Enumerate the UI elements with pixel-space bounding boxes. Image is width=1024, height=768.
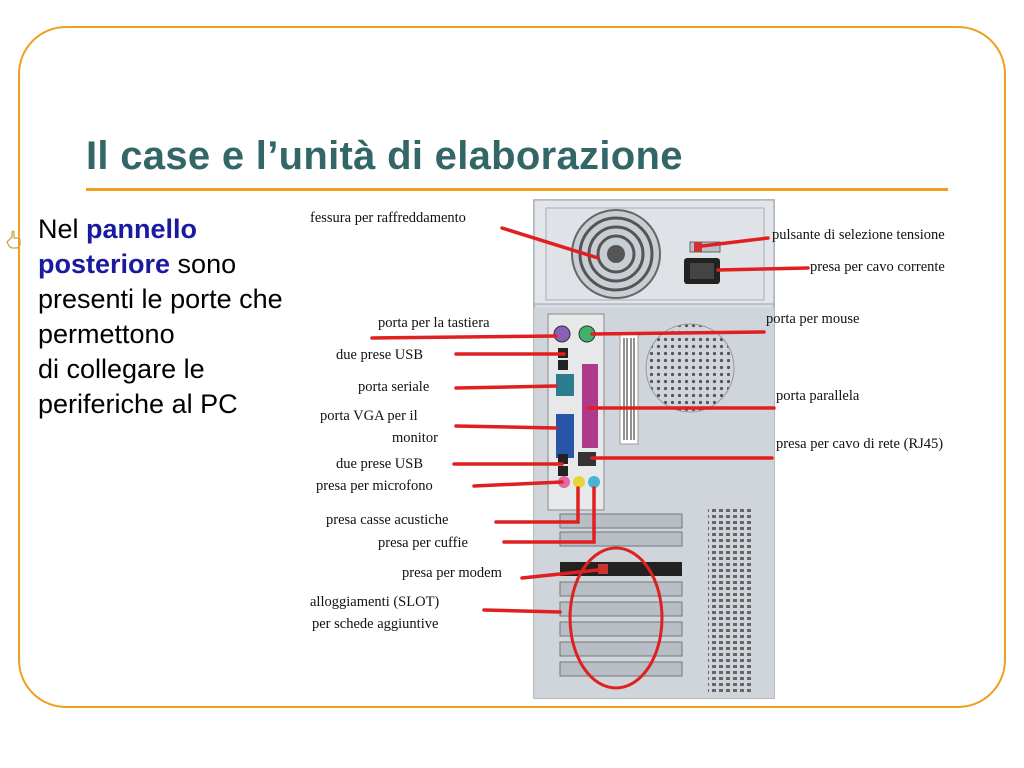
label-mic-jack: presa per microfono: [316, 478, 433, 494]
text-nel: Nel: [38, 214, 87, 244]
barcode-lines: [623, 338, 635, 440]
io-panel: [547, 313, 605, 511]
label-serial-port: porta seriale: [358, 379, 429, 395]
text-sono: sono: [170, 249, 237, 279]
label-parallel-port: porta parallela: [776, 388, 860, 404]
label-slots-line1: alloggiamenti (SLOT): [310, 594, 439, 610]
expansion-slots: [559, 513, 683, 677]
body-text: Nel pannello posteriore sono presenti le…: [38, 212, 398, 422]
text-line6: periferiche al PC: [38, 389, 238, 419]
label-network-port: presa per cavo di rete (RJ45): [776, 436, 943, 452]
label-mouse-port: porta per mouse: [766, 311, 859, 327]
label-headphone-jack: presa per cuffie: [378, 535, 468, 551]
label-modem-jack: presa per modem: [402, 565, 503, 581]
label-speaker-jack: presa casse acustiche: [326, 512, 448, 528]
case-fan-grille: [645, 323, 735, 413]
psu-power-socket: [684, 241, 721, 284]
side-vents: [708, 506, 752, 692]
title-underline: [86, 188, 948, 191]
label-voltage-switch: pulsante di selezione tensione: [772, 227, 945, 243]
label-usb-top: due prese USB: [336, 347, 423, 363]
text-line5: di collegare le: [38, 354, 205, 384]
figure-labels: fessura per raffreddamento pulsante di s…: [310, 210, 945, 632]
text-posteriore: posteriore: [38, 249, 171, 279]
text-line3: presenti le porte che: [38, 284, 283, 314]
text-pannello: pannello: [86, 214, 198, 244]
slide-frame: [18, 26, 1006, 708]
label-fan-slot: fessura per raffreddamento: [310, 210, 466, 226]
label-keyboard-port: porta per la tastiera: [378, 315, 490, 331]
hand-pointer-icon: [6, 230, 21, 249]
label-slots-line2: per schede aggiuntive: [312, 616, 438, 632]
pc-rear-panel-figure: fessura per raffreddamento pulsante di s…: [310, 199, 945, 699]
label-vga-line2: monitor: [392, 430, 438, 446]
pointer-lines: [370, 226, 810, 614]
label-vga-line1: porta VGA per il: [320, 408, 418, 424]
barcode-sticker: [619, 333, 639, 445]
label-usb-bottom: due prese USB: [336, 456, 423, 472]
label-power-socket: presa per cavo corrente: [810, 259, 945, 275]
slot-highlight-ellipse: [568, 546, 664, 690]
slide-title: Il case e l’unità di elaborazione: [86, 134, 683, 178]
text-line4: permettono: [38, 319, 175, 349]
